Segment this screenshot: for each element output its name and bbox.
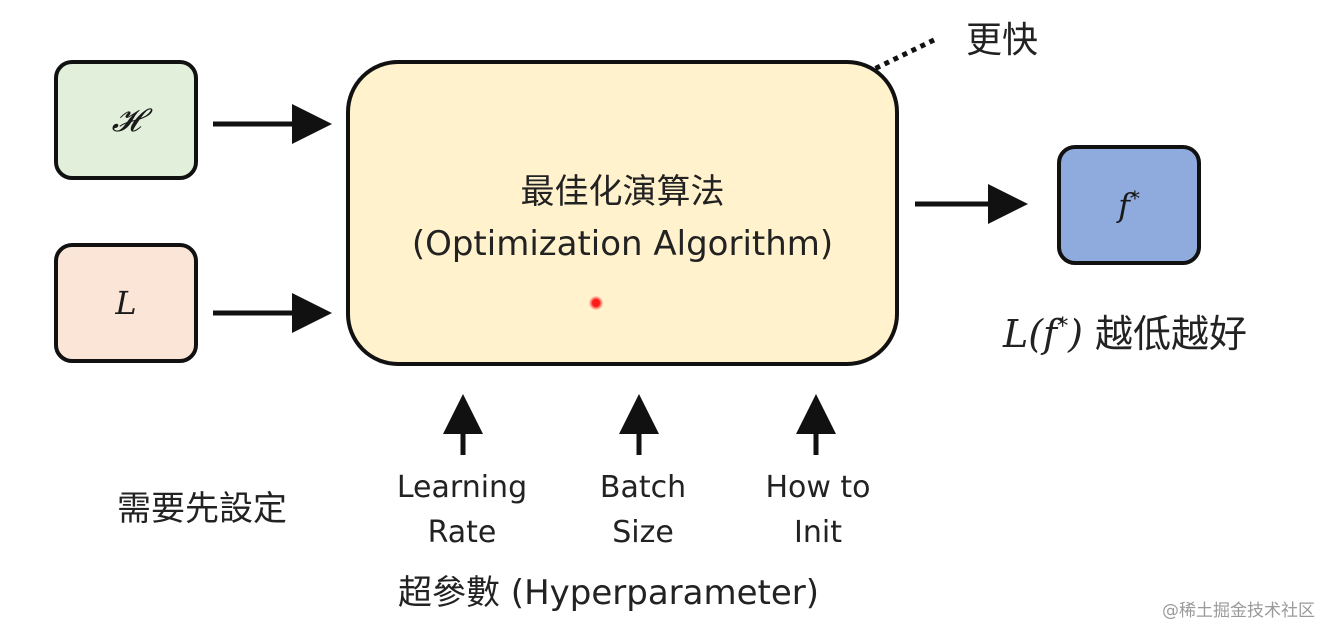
hyperparameter-line: Init (794, 515, 842, 550)
loss-goal-label: L(f*) 越低越好 (1003, 306, 1247, 363)
faster-label: 更快 (966, 20, 1039, 61)
preset-label: 需要先設定 (117, 489, 287, 529)
hyperparameter-caption: 超參數 (Hyperparameter) (398, 573, 819, 613)
hyperparameter-batch-size: Batch Size (570, 465, 716, 555)
loss-box: L (54, 243, 198, 363)
loss-goal-text: 越低越好 (1095, 312, 1248, 356)
laser-pointer-dot (589, 296, 603, 310)
output-f: f (1118, 186, 1130, 225)
hyperparameter-line: Size (612, 515, 674, 550)
output-box: f* (1057, 145, 1201, 265)
hyperparameter-line: Batch (599, 470, 687, 505)
hyperparameter-line: Rate (427, 515, 497, 550)
output-superscript: * (1129, 185, 1140, 210)
hyperparameter-how-to-init: How to Init (745, 465, 891, 555)
loss-goal-func: L(f (1003, 312, 1058, 356)
algorithm-title-en: (Optimization Algorithm) (411, 224, 834, 264)
hypothesis-box: 𝓗 (54, 60, 198, 180)
hyperparameter-line: How to (765, 470, 871, 505)
output-symbol: f* (1118, 186, 1140, 225)
loss-symbol: L (115, 284, 137, 322)
watermark: @稀土掘金技术社区 (1162, 601, 1315, 621)
hypothesis-symbol: 𝓗 (111, 100, 141, 139)
loss-goal-superscript: * (1057, 314, 1069, 340)
hyperparameter-line: Learning (396, 470, 528, 505)
loss-goal-close: ) (1068, 312, 1083, 356)
algorithm-title-zh: 最佳化演算法 (520, 172, 725, 212)
hyperparameter-learning-rate: Learning Rate (374, 465, 550, 555)
optimization-algorithm-box: 最佳化演算法 (Optimization Algorithm) (346, 60, 899, 366)
